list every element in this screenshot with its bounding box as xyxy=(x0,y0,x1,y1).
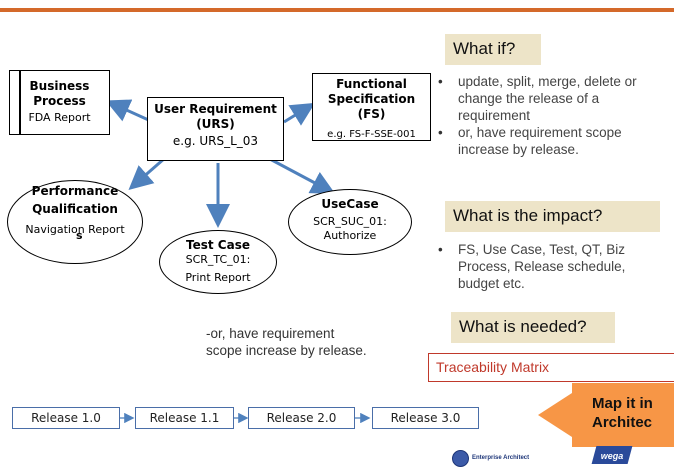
business-title-2: Process xyxy=(33,94,86,108)
callout-shape xyxy=(538,383,674,447)
what-if-heading: What if? xyxy=(453,39,516,58)
impact-heading-box: What is the impact? xyxy=(445,201,660,232)
ea-logo-icon xyxy=(452,449,469,467)
pq-stray-s: s xyxy=(76,229,83,242)
pq-title-2: Qualification xyxy=(32,202,118,216)
needed-heading-box: What is needed? xyxy=(451,312,615,343)
traceability-matrix-box: Traceability Matrix xyxy=(428,353,674,382)
urs-title-2: (URS) xyxy=(196,117,235,131)
release-box: Release 1.1 xyxy=(135,407,234,429)
traceability-label: Traceability Matrix xyxy=(436,359,550,375)
impact-heading: What is the impact? xyxy=(453,206,603,225)
note-line2: scope increase by release. xyxy=(206,343,367,358)
callout-line1: Map it in xyxy=(592,395,653,412)
callout-text: Map it in Architec xyxy=(592,394,674,432)
pq-sub: Navigation Report xyxy=(25,223,125,236)
enterprise-architect-logo: Enterprise Architect xyxy=(452,449,529,467)
impact-bullet: FS, Use Case, Test, QT, Biz Process, Rel… xyxy=(436,241,666,292)
wega-logo: wega xyxy=(591,446,633,464)
scope-note: -or, have requirement scope increase by … xyxy=(206,325,426,359)
what-if-bullet: update, split, merge, delete or change t… xyxy=(436,73,671,124)
fs-title-1: Functional xyxy=(336,77,407,91)
arrow-to-usecase xyxy=(267,156,336,194)
usecase-line1: SCR_SUC_01: xyxy=(313,215,387,228)
needed-heading: What is needed? xyxy=(459,317,587,336)
fs-title-2: Specification (FS) xyxy=(327,92,416,121)
what-if-bullet: or, have requirement scope increase by r… xyxy=(436,124,671,158)
urs-box: User Requirement (URS) e.g. URS_L_03 xyxy=(147,97,284,161)
testcase-title: Test Case xyxy=(186,238,250,252)
testcase-line1: SCR_TC_01: xyxy=(185,253,251,266)
use-case-ellipse: UseCase SCR_SUC_01: Authorize xyxy=(288,189,412,255)
fs-sub: e.g. FS-F-SSE-001 xyxy=(327,129,416,140)
testcase-line2: Print Report xyxy=(185,271,251,284)
pq-title-1: Performance xyxy=(31,184,119,198)
urs-sub: e.g. URS_L_03 xyxy=(172,134,259,148)
arrow-to-business xyxy=(105,99,154,124)
usecase-title: UseCase xyxy=(321,197,379,211)
wega-logo-text: wega xyxy=(600,451,623,461)
urs-title-1: User Requirement xyxy=(154,102,277,116)
callout-line2: Architec xyxy=(592,414,653,431)
performance-qualification-ellipse: Performance Qualification Navigation Rep… xyxy=(7,180,143,264)
ea-logo-text: Enterprise Architect xyxy=(472,455,530,461)
business-process-box: Business Process FDA Report xyxy=(9,70,110,135)
usecase-line2: Authorize xyxy=(323,229,377,242)
test-case-ellipse: Test Case SCR_TC_01: Print Report xyxy=(159,230,277,294)
arrow-to-pq xyxy=(128,156,166,190)
what-if-heading-box: What if? xyxy=(445,34,541,65)
release-box: Release 1.0 xyxy=(12,407,120,429)
business-process-side-bar xyxy=(19,71,21,134)
release-box: Release 2.0 xyxy=(248,407,355,429)
release-box: Release 3.0 xyxy=(372,407,479,429)
what-if-bullets: update, split, merge, delete or change t… xyxy=(436,73,671,158)
impact-bullets: FS, Use Case, Test, QT, Biz Process, Rel… xyxy=(436,241,666,292)
arrow-to-fs xyxy=(283,102,316,126)
functional-spec-box: Functional Specification (FS) e.g. FS-F-… xyxy=(312,73,431,141)
top-accent-bar xyxy=(0,8,674,12)
business-sub: FDA Report xyxy=(28,111,91,124)
business-title-1: Business xyxy=(29,79,90,93)
note-line1: -or, have requirement xyxy=(206,326,335,341)
